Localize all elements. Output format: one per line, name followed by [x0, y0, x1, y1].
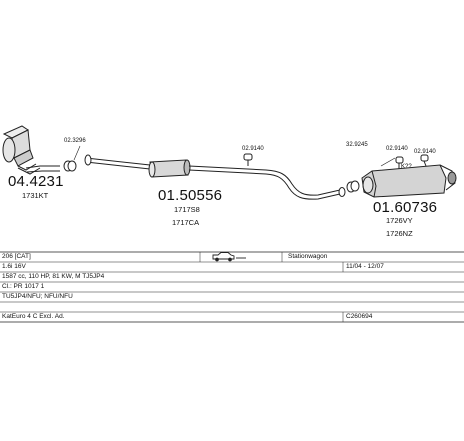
middle-silencer	[148, 159, 191, 178]
part-number-middle: 01.50556	[158, 187, 223, 204]
part-number-clamp-left: 02.3296	[64, 138, 86, 144]
part-number-rear-small: K??	[401, 164, 412, 170]
cat-spec: KatEuro 4 C Excl. Ad.	[2, 313, 65, 320]
engine-codes: TU5JP4/NFU; NFU/NFU	[2, 293, 73, 300]
part-number-hanger-mid: 02.9140	[242, 146, 264, 152]
part-sub-cat: 1731KT	[22, 191, 49, 200]
part-number-rear: 01.60736	[373, 199, 438, 216]
front-pipe	[84, 154, 151, 170]
part-number-clamp-rear: 32.9245	[346, 142, 368, 148]
body-type: Stationwagon	[288, 253, 328, 260]
part-sub-rear-2: 1726NZ	[386, 229, 413, 238]
catalytic-converter	[2, 125, 60, 175]
clamp-left	[63, 160, 77, 172]
hanger-rear-1	[395, 156, 404, 169]
class-code: Cl.: PR 1017 1	[2, 283, 45, 290]
car-side-icon	[212, 252, 246, 262]
model-name: 206 [CAT]	[2, 253, 31, 260]
part-sub-middle-2: 1717CA	[172, 218, 200, 227]
part-number-hanger-rear-1: 02.9140	[386, 146, 408, 152]
part-sub-rear-1: 1726VY	[386, 216, 413, 225]
hanger-rear-2	[420, 154, 429, 167]
hanger-mid	[243, 153, 253, 166]
engine-details: 1587 cc, 110 HP, 81 KW, M TJ5JP4	[2, 273, 105, 280]
part-number-cat: 04.4231	[8, 173, 64, 190]
production-dates: 11/04 - 12/07	[346, 263, 384, 270]
cat-code: C260694	[346, 313, 373, 320]
part-number-hanger-rear-2: 02.9140	[414, 149, 436, 155]
centre-pipe	[188, 165, 346, 200]
clamp-rear	[346, 180, 360, 193]
rear-silencer	[361, 164, 457, 198]
engine-name: 1.6i 16V	[2, 263, 26, 270]
part-sub-middle-1: 1717S8	[174, 205, 200, 214]
